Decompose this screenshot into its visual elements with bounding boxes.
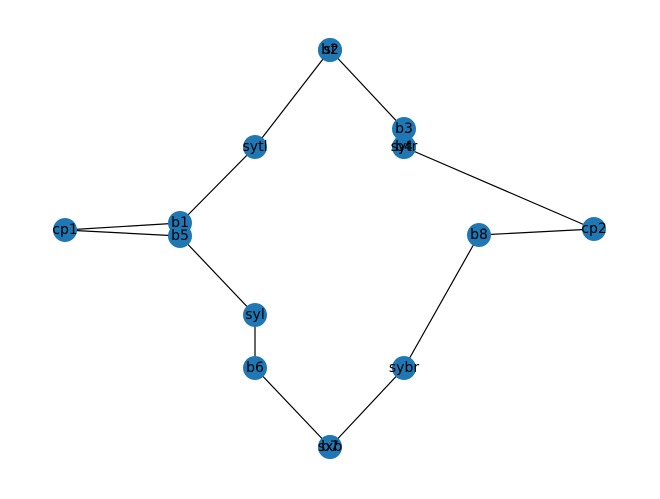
node-label-b1: b1 (171, 215, 189, 231)
node-sytr (392, 135, 416, 159)
node-b6 (243, 356, 267, 380)
node-label-b3: b3 (395, 121, 413, 137)
edge-cp1-b5 (64, 229, 181, 237)
node-label-sytl: sytl (243, 139, 268, 155)
node-label-b5: b5 (171, 228, 189, 244)
edge-b6-b7 (254, 367, 331, 448)
node-label-sxb: sxb (318, 439, 343, 455)
node-label-syl: syl (245, 307, 264, 323)
node-cp1 (53, 218, 77, 242)
edge-sytl-b1 (179, 146, 256, 224)
node-syl (243, 303, 267, 327)
edge-b5-syl (179, 235, 256, 316)
node-label-st: st (324, 42, 337, 58)
node-label-sytr: sytr (391, 139, 418, 155)
node-cp2 (582, 217, 606, 241)
node-sytl (243, 135, 267, 159)
node-b3 (392, 117, 416, 141)
edge-sybr-b8 (403, 234, 480, 369)
edge-b2-sytl (254, 49, 331, 148)
edge-b1-cp1 (64, 222, 181, 231)
edge-b8-cp2 (478, 228, 595, 236)
node-label-b7: b7 (321, 439, 339, 455)
edge-cp2-sytr (403, 146, 595, 230)
node-b8 (467, 223, 491, 247)
edges-layer (64, 49, 595, 448)
node-label-b8: b8 (470, 227, 488, 243)
node-label-sybr: sybr (389, 360, 419, 376)
node-sybr (392, 356, 416, 380)
edge-sxb-sybr (329, 367, 405, 448)
edge-st-b3 (329, 49, 405, 130)
node-label-b4: b4 (395, 139, 413, 155)
node-label-cp1: cp1 (52, 222, 78, 238)
node-label-cp2: cp2 (581, 221, 607, 237)
node-label-b6: b6 (246, 360, 264, 376)
node-st (318, 38, 342, 62)
node-sxb (318, 435, 342, 459)
node-label-b2: b2 (321, 42, 339, 58)
node-b5 (168, 224, 192, 248)
